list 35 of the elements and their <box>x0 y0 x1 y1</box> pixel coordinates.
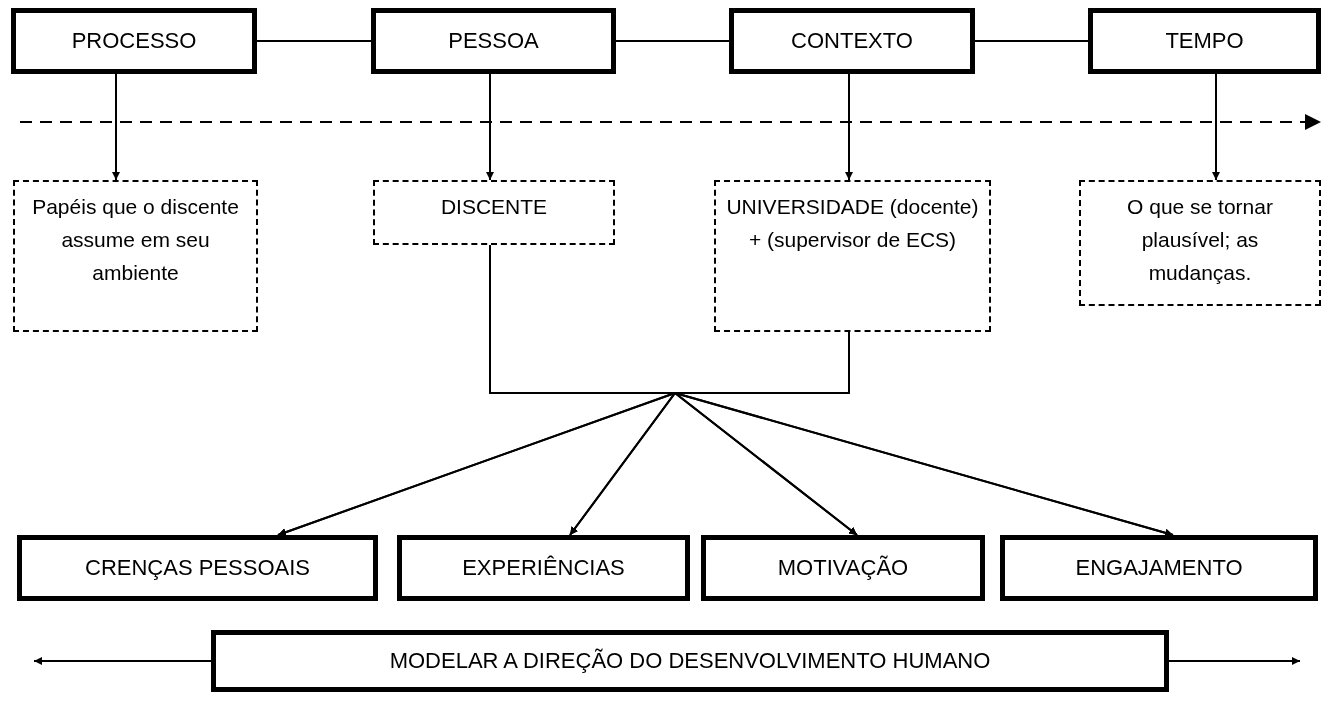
box-label: CONTEXTO <box>791 27 913 55</box>
box-label: PROCESSO <box>71 27 197 55</box>
box-label: EXPERIÊNCIAS <box>462 554 625 582</box>
arrow <box>1212 73 1220 181</box>
note-box <box>714 180 991 332</box>
connector-line <box>974 40 1089 42</box>
connector-line <box>256 40 372 42</box>
concept-box <box>729 8 975 74</box>
box-label: Papéis que o discente assume em seu ambiente <box>31 194 240 286</box>
box-label: O que se tornar plausível; as mudanças. <box>1126 194 1274 286</box>
box-label: TEMPO <box>1165 27 1244 55</box>
box-label: MOTIVAÇÃO <box>777 554 909 582</box>
box-label: PESSOA <box>448 27 539 55</box>
concept-box <box>17 535 378 601</box>
arrow <box>112 73 120 181</box>
concept-box <box>371 8 616 74</box>
concept-box <box>701 535 985 601</box>
concept-box <box>11 8 257 74</box>
concept-box <box>211 630 1169 692</box>
note-box <box>13 180 258 332</box>
concept-box <box>1000 535 1318 601</box>
arrow <box>486 73 494 181</box>
box-label: ENGAJAMENTO <box>1075 554 1243 582</box>
note-box <box>373 180 615 245</box>
connector-line <box>615 40 730 42</box>
concept-box <box>397 535 690 601</box>
arrow <box>33 657 212 665</box>
note-box <box>1079 180 1321 306</box>
box-label: MODELAR A DIREÇÃO DO DESENVOLVIMENTO HUMANO <box>389 647 991 675</box>
concept-box <box>1088 8 1321 74</box>
box-label: UNIVERSIDADE (docente) + (supervisor de ECS) <box>725 194 980 253</box>
box-label: DISCENTE <box>440 194 548 220</box>
arrow <box>1168 657 1301 665</box>
arrow <box>845 73 853 181</box>
box-label: CRENÇAS PESSOAIS <box>85 554 310 582</box>
